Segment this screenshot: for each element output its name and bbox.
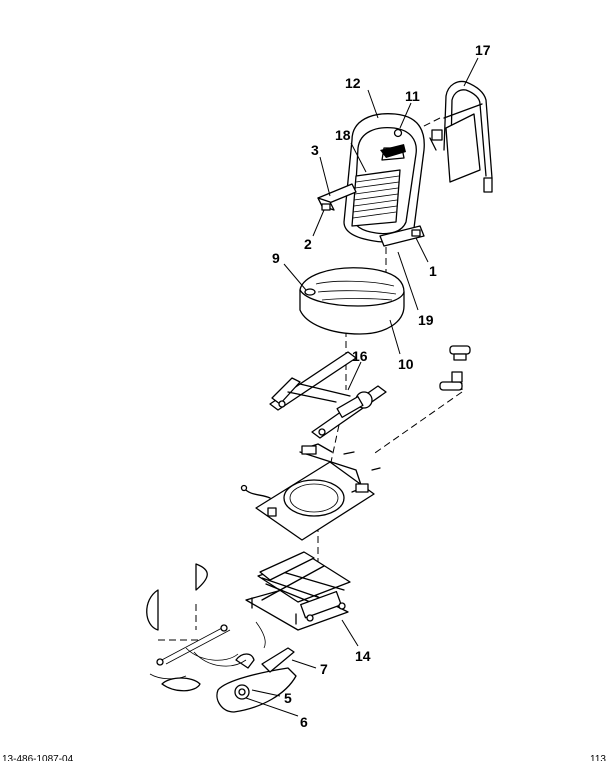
seat-cushion <box>299 267 405 335</box>
callout-11: 11 <box>405 88 420 104</box>
sheet-reference: 113 <box>590 754 606 761</box>
seat-frame <box>269 351 387 439</box>
side-cover <box>216 647 297 713</box>
callout-18: 18 <box>335 127 351 143</box>
rear-guard <box>429 80 493 193</box>
callout-19: 19 <box>418 312 434 328</box>
callout-16: 16 <box>352 348 368 364</box>
armrest-left <box>317 183 357 211</box>
callout-9: 9 <box>272 250 280 266</box>
callout-6: 6 <box>300 714 308 730</box>
callout-10: 10 <box>398 356 414 372</box>
callout-1: 1 <box>429 263 437 279</box>
base-plate <box>240 443 381 541</box>
callout-12: 12 <box>345 75 361 91</box>
callout-5: 5 <box>284 690 292 706</box>
callout-7: 7 <box>320 661 328 677</box>
cushion-knob-icon <box>304 288 316 296</box>
callout-17: 17 <box>475 42 491 58</box>
lumbar-grille <box>351 169 401 227</box>
callout-labels: 1 2 3 5 6 7 9 10 11 12 14 16 17 18 19 <box>272 42 491 730</box>
callout-14: 14 <box>355 648 371 664</box>
armrest-right <box>379 225 425 247</box>
seat-backrest <box>343 113 425 243</box>
callout-2: 2 <box>304 236 312 252</box>
suspension-base <box>245 551 351 631</box>
leader-lines <box>245 57 479 717</box>
callout-3: 3 <box>311 142 319 158</box>
cable-assembly <box>146 563 266 692</box>
drawing-number: 13-486-1087-04 <box>2 754 74 761</box>
mounting-bolts <box>439 345 471 391</box>
adjust-knob-icon <box>393 128 403 138</box>
